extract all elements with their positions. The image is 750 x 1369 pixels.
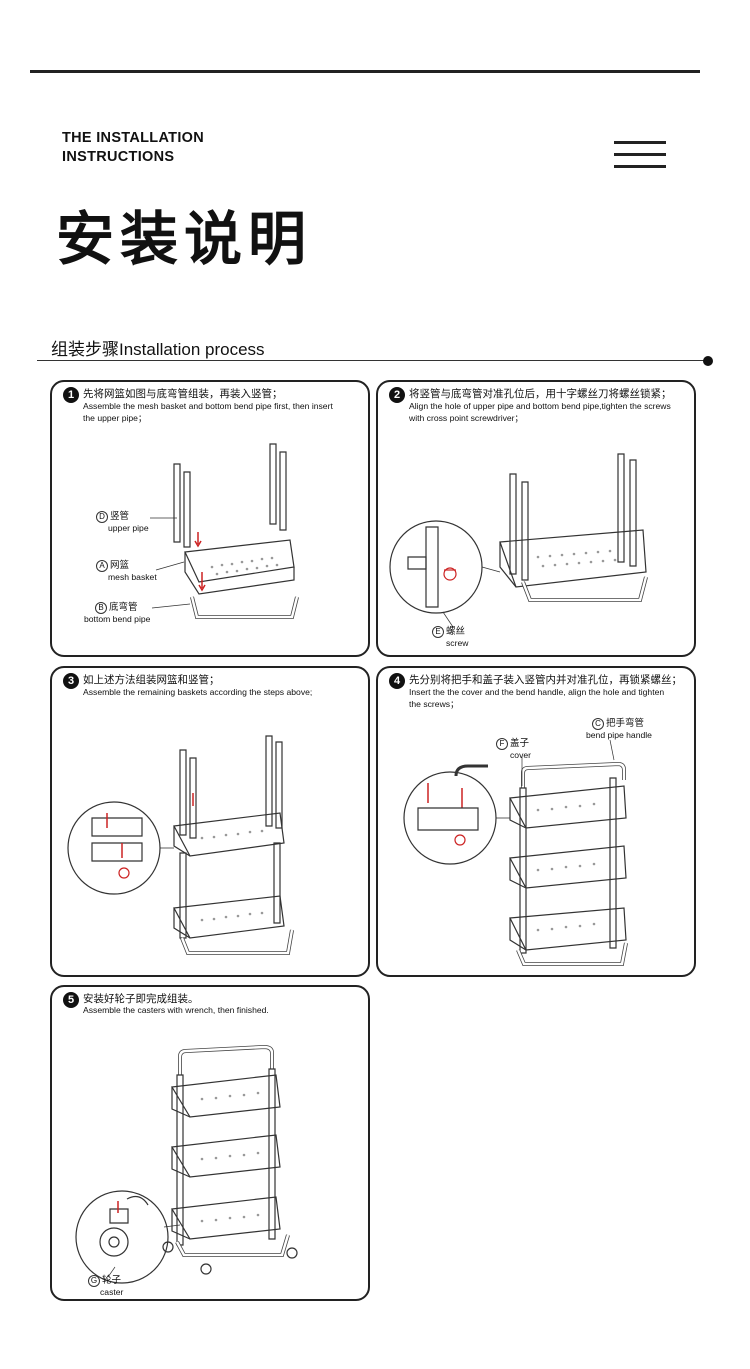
step-4-en-line1: Insert the the cover and the bend handle… (409, 687, 665, 697)
section-dot-icon (703, 356, 713, 366)
label-bottom-bend-pipe-en: bottom bend pipe (84, 614, 151, 624)
english-title-line2: INSTRUCTIONS (62, 149, 175, 165)
step-2-en-text: Align the hole of upper pipe and bottom … (409, 401, 671, 424)
hamburger-menu-icon[interactable] (614, 141, 666, 169)
english-title-line1: THE INSTALLATION (62, 130, 204, 146)
label-upper-pipe-cn: 竖管 (110, 511, 130, 522)
step-2-panel: 2 将竖管与底弯管对准孔位后，用十字螺丝刀将螺丝锁紧； Align the ho… (376, 380, 696, 657)
step-1-cn-text: 先将网篮如图与底弯管组装，再装入竖管； (83, 388, 283, 400)
step-number-5: 5 (63, 992, 79, 1008)
step-5-panel: 5 安装好轮子即完成组装。 Assemble the casters with … (50, 985, 370, 1301)
label-letter-g: G (88, 1275, 100, 1287)
step-1-en-text: Assemble the mesh basket and bottom bend… (83, 401, 333, 424)
label-letter-a: A (96, 560, 108, 572)
step-5-cn-text: 安装好轮子即完成组装。 (83, 993, 199, 1005)
step-3-panel: 3 如上述方法组装网篮和竖管； Assemble the remaining b… (50, 666, 370, 977)
english-title: THE INSTALLATION INSTRUCTIONS (62, 129, 204, 167)
label-letter-f: F (496, 738, 508, 750)
step-2-cn-text: 将竖管与底弯管对准孔位后，用十字螺丝刀将螺丝锁紧； (409, 388, 672, 400)
label-caster-en: caster (100, 1287, 124, 1297)
label-mesh-basket-cn: 网篮 (110, 560, 130, 571)
step-3-cn-text: 如上述方法组装网篮和竖管； (83, 674, 220, 686)
page-title: 安装说明 (56, 205, 313, 273)
step-number-3: 3 (63, 673, 79, 689)
step-3-en-text: Assemble the remaining baskets according… (83, 687, 312, 699)
step-1-illustration (52, 382, 368, 655)
label-screw-cn: 螺丝 (446, 626, 466, 637)
step-number-4: 4 (389, 673, 405, 689)
step-number-2: 2 (389, 387, 405, 403)
step-4-en-line2: the screws； (409, 698, 459, 709)
section-divider (37, 360, 705, 361)
label-bend-pipe-handle-cn: 把手弯管 (606, 718, 645, 729)
step-5-en-line1: Assemble the casters with wrench, then f… (83, 1005, 269, 1015)
step-2-illustration (378, 382, 694, 655)
step-1-en-line1: Assemble the mesh basket and bottom bend… (83, 401, 333, 411)
step-4-illustration (378, 668, 694, 975)
step-1-panel: 1 先将网篮如图与底弯管组装，再装入竖管； Assemble the mesh … (50, 380, 370, 657)
section-title: 组装步骤Installation process (51, 340, 265, 359)
label-letter-b: B (95, 602, 107, 614)
label-bend-pipe-handle-en: bend pipe handle (586, 730, 652, 740)
label-cover-cn: 盖子 (510, 738, 530, 749)
label-bottom-bend-pipe-cn: 底弯管 (109, 602, 138, 613)
step-5-illustration (52, 987, 368, 1299)
label-screw-en: screw (446, 638, 469, 648)
label-letter-d: D (96, 511, 108, 523)
step-4-cn-text: 先分别将把手和盖子装入竖管内并对准孔位，再锁紧螺丝； (409, 674, 682, 686)
step-5-en-text: Assemble the casters with wrench, then f… (83, 1005, 269, 1017)
label-caster-cn: 轮子 (102, 1275, 122, 1286)
step-3-en-line1: Assemble the remaining baskets according… (83, 687, 313, 697)
step-3-illustration (52, 668, 368, 975)
step-2-en-line2: with cross point screwdriver； (409, 412, 524, 423)
step-number-1: 1 (63, 387, 79, 403)
step-1-en-line2: the upper pipe； (83, 412, 147, 423)
label-cover-en: cover (510, 750, 532, 760)
label-upper-pipe-en: upper pipe (108, 523, 149, 533)
step-2-en-line1: Align the hole of upper pipe and bottom … (409, 401, 671, 411)
label-letter-e: E (432, 626, 444, 638)
step-4-panel: 4 先分别将把手和盖子装入竖管内并对准孔位，再锁紧螺丝； Insert the … (376, 666, 696, 977)
label-mesh-basket-en: mesh basket (108, 572, 157, 582)
step-4-en-text: Insert the the cover and the bend handle… (409, 687, 664, 710)
label-letter-c: C (592, 718, 604, 730)
top-divider (30, 70, 700, 73)
